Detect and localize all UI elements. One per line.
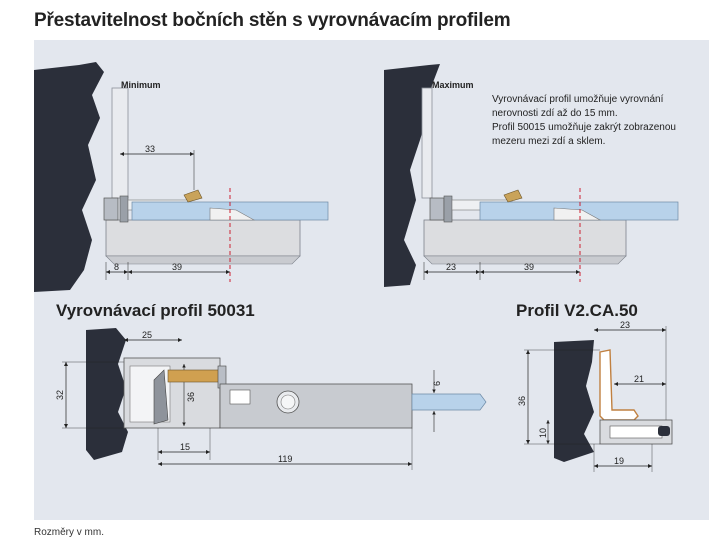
- screw: [167, 369, 221, 383]
- dim-15: 15: [180, 442, 190, 452]
- description-line-4: mezeru mezi zdí a sklem.: [492, 136, 605, 147]
- subtitle-50031: Vyrovnávací profil 50031: [56, 301, 255, 320]
- dim-32: 32: [55, 390, 65, 400]
- dim-36: 36: [186, 392, 196, 402]
- profile-v2ca50-section: Profil V2.CA.50 23 21 36 10 19: [516, 301, 673, 472]
- hinge-accent: [183, 189, 203, 203]
- dim-21: 21: [634, 374, 644, 384]
- maximum-section: Maximum 23 39 Vyrovnávací profil umožňuj…: [384, 64, 679, 287]
- description-line-2: nerovnosti zdí až do 15 mm.: [492, 108, 618, 119]
- dim-19: 19: [614, 456, 624, 466]
- floor-profile-max: [423, 219, 627, 257]
- wall-bottom-left: [86, 328, 128, 460]
- dim-25: 25: [142, 330, 152, 340]
- dim-6: 6: [432, 381, 442, 386]
- floor-profile: [105, 219, 301, 257]
- subtitle-v2ca50: Profil V2.CA.50: [516, 301, 638, 320]
- diagram-panel: 33 Minimum 8 39 Maximum 23 39 Vyrovnávac…: [34, 40, 709, 520]
- dim-bottom-max: 39: [524, 262, 534, 272]
- footer-note: Rozměry v mm.: [34, 527, 104, 538]
- dim-10: 10: [538, 428, 548, 438]
- page-title: Přestavitelnost bočních stěn s vyrovnáva…: [34, 10, 511, 31]
- label-minimum: Minimum: [121, 80, 161, 90]
- v2ca50-profile: [599, 349, 639, 421]
- dim-wall-gap-max: 23: [446, 262, 456, 272]
- profile-50031-section: Vyrovnávací profil 50031 25 32 36 6: [55, 301, 487, 470]
- dim-top-min: 33: [145, 144, 155, 154]
- label-maximum: Maximum: [432, 80, 474, 90]
- dim-119: 119: [278, 454, 292, 464]
- dim-36-right: 36: [517, 396, 527, 406]
- technical-drawing: 33 Minimum 8 39 Maximum 23 39 Vyrovnávac…: [34, 62, 679, 472]
- profile-bar: [219, 383, 413, 429]
- side-panel: [111, 87, 129, 199]
- wall-bottom-right: [554, 340, 594, 462]
- dim-23: 23: [620, 320, 630, 330]
- wall-left-top: [34, 62, 104, 292]
- minimum-section: 33 Minimum 8 39: [34, 62, 329, 292]
- description-line-1: Vyrovnávací profil umožňuje vyrovnání: [492, 94, 664, 105]
- description-line-3: Profil 50015 umožňuje zakrýt zobrazenou: [492, 122, 676, 133]
- dim-bottom-min: 39: [172, 262, 182, 272]
- dim-wall-gap-min: 8: [114, 262, 119, 272]
- side-panel-max: [421, 87, 433, 199]
- glass-50031: [411, 393, 487, 411]
- bolt: [103, 197, 119, 221]
